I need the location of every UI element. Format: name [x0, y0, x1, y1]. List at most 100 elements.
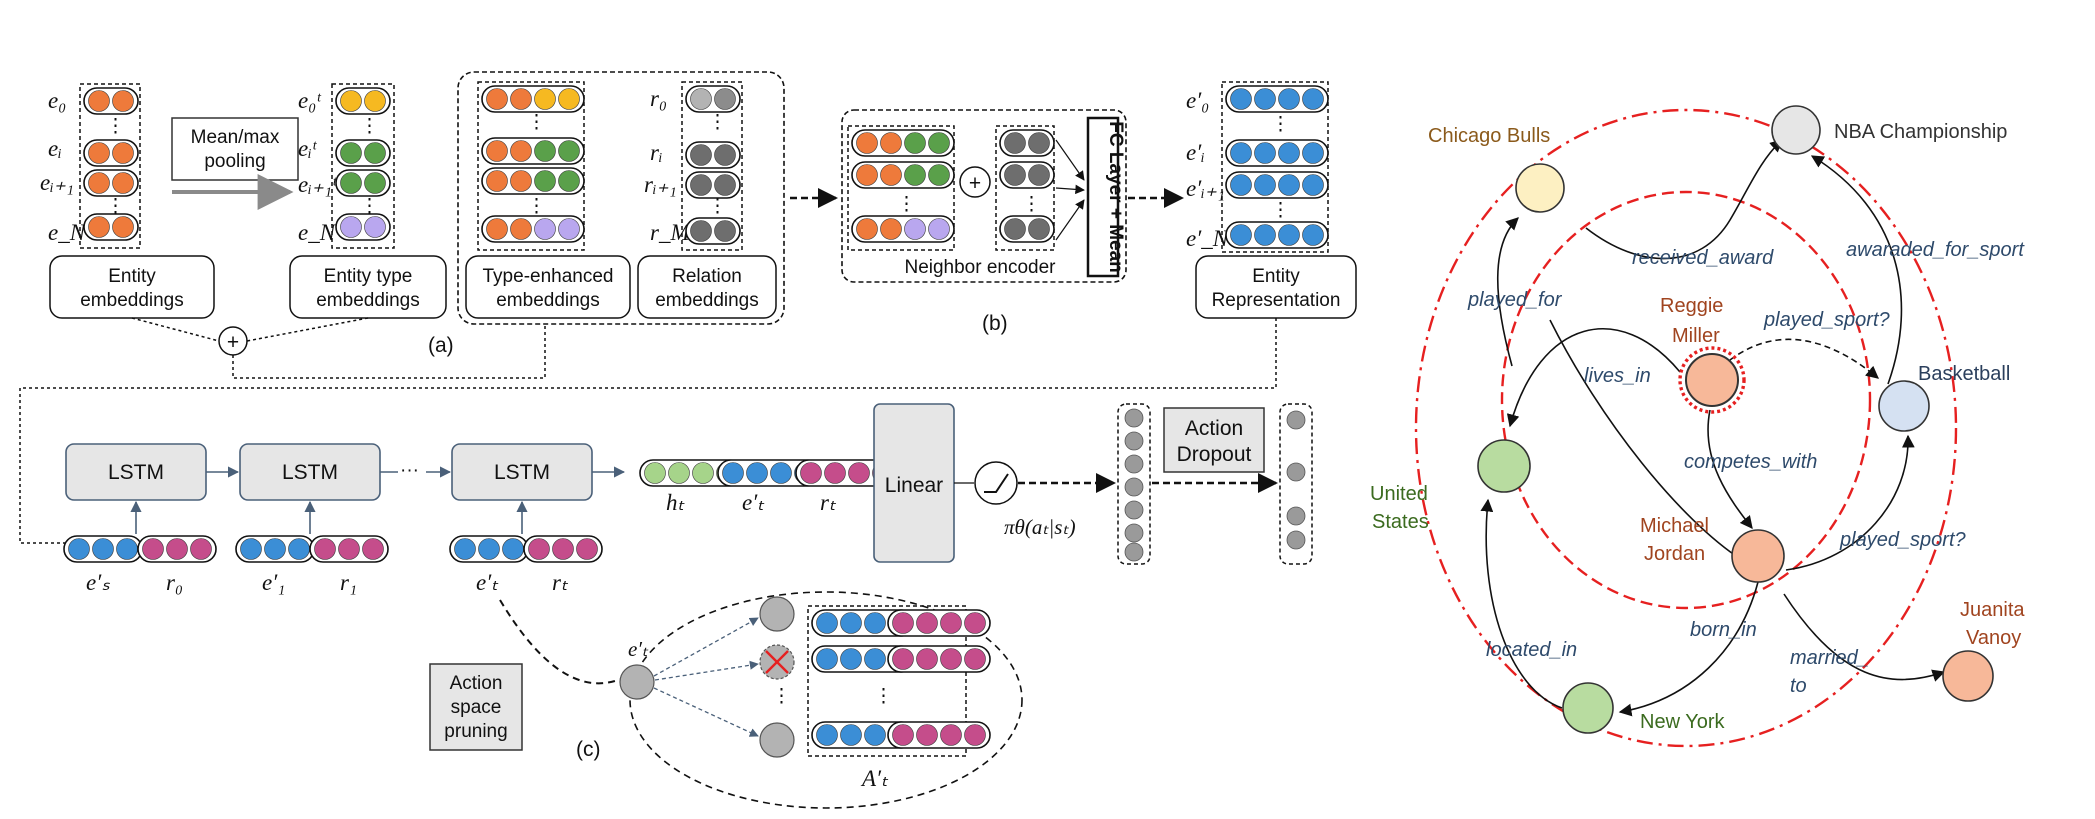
entity-new-york: New York — [1640, 711, 1725, 733]
type-enhanced-label-2: embeddings — [496, 290, 600, 311]
embedding-unit — [816, 648, 838, 670]
connector — [232, 326, 546, 379]
embedding-unit — [88, 216, 110, 238]
pruning-box — [429, 663, 523, 751]
relation-embedding — [685, 171, 741, 199]
lstm-ellipsis: ··· — [400, 460, 419, 481]
action-set-label: A′ₜ — [860, 766, 889, 791]
embedding-unit — [166, 538, 188, 560]
policy-action-node — [1124, 454, 1144, 474]
embedding-unit — [644, 462, 666, 484]
dots: ⋮ — [1271, 200, 1290, 221]
input-label-r1: r₁ — [340, 570, 357, 595]
relation-played-sport-2: played_sport? — [1839, 529, 1967, 551]
embedding-unit — [840, 724, 862, 746]
embedding-unit — [88, 172, 110, 194]
type-label-e0: e₀ᵗ — [298, 88, 322, 113]
embedding-unit — [112, 172, 134, 194]
embedding-unit — [112, 90, 134, 112]
entity-juanita-vanoy-2: Vanoy — [1966, 627, 2021, 649]
embedding-unit — [1230, 142, 1252, 164]
type-enhanced-box — [465, 255, 631, 319]
relation-played-for: played_for — [1467, 289, 1563, 311]
embedding-unit — [510, 170, 532, 192]
embedding-unit — [714, 220, 736, 242]
policy-label: πθ(aₜ|sₜ) — [1004, 515, 1076, 539]
action-relation-pill — [887, 609, 991, 637]
pooling-label-2: pooling — [204, 151, 265, 172]
panel-a-label: (a) — [428, 334, 454, 357]
embedding-unit — [690, 220, 712, 242]
pruning-connector — [499, 599, 619, 685]
panel-a: e₀ eᵢ eᵢ₊₁ e_N ⋮ ⋮ Mean/max pooling e₀ᵗ … — [40, 71, 785, 379]
state-label-rt: rₜ — [820, 490, 837, 515]
node-michael-jordan — [1731, 529, 1785, 583]
embedding-unit — [558, 88, 580, 110]
fc-input-arrow — [1055, 139, 1085, 181]
relation-rows — [685, 85, 741, 245]
embedding-unit — [362, 538, 384, 560]
policy-action-node — [1124, 542, 1144, 562]
embedding-unit — [880, 218, 902, 240]
input-label-et: e′ₜ — [476, 570, 499, 595]
embedding-unit — [690, 144, 712, 166]
embedding-unit — [364, 90, 386, 112]
action-dropout-label-1: Action — [1185, 417, 1243, 440]
embedding-unit — [240, 538, 262, 560]
embedding-unit — [864, 648, 886, 670]
type-embedding-group — [331, 83, 395, 249]
entity-representation-label-2: Representation — [1212, 290, 1341, 311]
out-label-ei: e′ᵢ — [1186, 140, 1205, 165]
embedding-unit — [112, 216, 134, 238]
neighbor-relation — [999, 129, 1055, 157]
embedding-unit — [288, 538, 310, 560]
embedding-unit — [916, 724, 938, 746]
pruned-cross — [765, 650, 789, 674]
connector-b-to-c — [19, 318, 1277, 544]
relation-embedding — [685, 217, 741, 245]
pruning-ellipse — [629, 591, 1023, 809]
dots: ⋮ — [874, 686, 893, 707]
embedding-unit — [314, 538, 336, 560]
type-enhanced-label-1: Type-enhanced — [483, 266, 614, 287]
type-embedding — [335, 169, 391, 197]
type-enhanced-embedding — [481, 85, 585, 113]
dots: ⋮ — [708, 112, 727, 133]
action-relation-pill — [887, 645, 991, 673]
embedding-unit — [1278, 174, 1300, 196]
embedding-unit — [576, 538, 598, 560]
rel-label-ri: rᵢ — [650, 140, 663, 165]
embedding-unit — [916, 612, 938, 634]
type-embedding — [335, 87, 391, 115]
dots: ⋮ — [527, 112, 546, 133]
type-embedding-rows — [335, 87, 391, 241]
embedding-unit — [714, 144, 736, 166]
relation-located-in: located_in — [1486, 639, 1577, 661]
embedding-unit — [510, 140, 532, 162]
embedding-unit — [848, 462, 870, 484]
edge-played-sport-1 — [1729, 338, 1879, 379]
input-label-es: e′ₛ — [86, 570, 110, 595]
embedding-unit — [692, 462, 714, 484]
embedding-unit — [558, 218, 580, 240]
embedding-unit — [558, 170, 580, 192]
entity-michael-jordan-1: Michael — [1640, 515, 1709, 537]
embedding-unit — [964, 724, 986, 746]
policy-action-node — [1124, 500, 1144, 520]
fc-layer-label: FC Layer + Mean — [1105, 121, 1126, 273]
dots: ⋮ — [360, 196, 379, 217]
embedding-unit — [880, 132, 902, 154]
embedding-unit — [534, 88, 556, 110]
linear-label: Linear — [885, 474, 943, 497]
connector — [131, 317, 220, 342]
embedding-unit — [1302, 174, 1324, 196]
entity-embedding-rows — [83, 87, 139, 241]
edge-received-award — [1585, 139, 1783, 260]
edge-played-sport-2 — [1785, 434, 1915, 571]
embedding-unit — [1028, 164, 1050, 186]
embedding-unit — [1302, 88, 1324, 110]
embedding-unit — [916, 648, 938, 670]
embedding-unit — [940, 612, 962, 634]
state-entity-pill — [449, 535, 529, 563]
fc-layer-box — [1086, 116, 1120, 278]
